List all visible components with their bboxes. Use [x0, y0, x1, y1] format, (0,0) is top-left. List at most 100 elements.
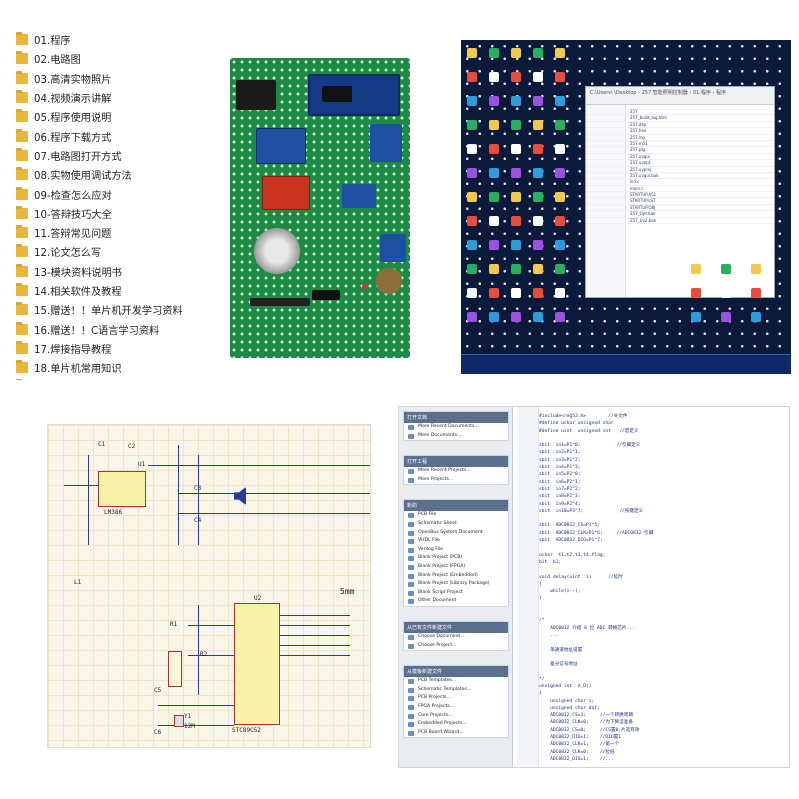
start-link[interactable]: PCB Projects... — [404, 694, 508, 703]
start-link[interactable]: Blank Project (FPGA) — [404, 563, 508, 572]
desktop-app-icon[interactable] — [467, 192, 477, 202]
start-link[interactable]: More Projects... — [404, 476, 508, 485]
desktop-app-icon[interactable] — [511, 288, 521, 298]
folder-item[interactable]: 12.论文怎么写 — [16, 242, 226, 261]
folder-item[interactable]: 02.电路图 — [16, 49, 226, 68]
start-link[interactable]: Blank Project (Embedded) — [404, 572, 508, 581]
file-row[interactable]: 257.uvopt — [586, 160, 774, 167]
desktop-app-icon[interactable] — [691, 264, 701, 274]
desktop-app-icon[interactable] — [511, 216, 521, 226]
file-row[interactable]: 257.m51 — [586, 141, 774, 148]
desktop-app-icon[interactable] — [533, 168, 543, 178]
desktop-app-icon[interactable] — [555, 144, 565, 154]
file-row[interactable]: STARTUP.LST — [586, 198, 774, 205]
start-link[interactable]: VHDL File — [404, 537, 508, 546]
desktop-app-icon[interactable] — [467, 168, 477, 178]
desktop-app-icon[interactable] — [511, 72, 521, 82]
start-link[interactable]: PCB File — [404, 511, 508, 520]
desktop-app-icon[interactable] — [511, 48, 521, 58]
file-row[interactable]: 257_build_log.htm — [586, 115, 774, 122]
folder-item[interactable]: 01.程序 — [16, 30, 226, 49]
folder-item[interactable]: 04.视频演示讲解 — [16, 88, 226, 107]
desktop-app-icon[interactable] — [489, 96, 499, 106]
folder-item[interactable]: 08.实物使用调试方法 — [16, 165, 226, 184]
desktop-app-icon[interactable] — [467, 288, 477, 298]
folder-item[interactable]: 07.电路图打开方式 — [16, 146, 226, 165]
start-link[interactable]: PCB Board Wizard... — [404, 729, 508, 738]
desktop-app-icon[interactable] — [751, 312, 761, 322]
desktop-app-icon[interactable] — [467, 48, 477, 58]
folder-item[interactable]: 03.高清实物照片 — [16, 69, 226, 88]
start-link[interactable]: Blank Project (Library Package) — [404, 580, 508, 589]
desktop-app-icon[interactable] — [467, 264, 477, 274]
desktop-app-icon[interactable] — [511, 264, 521, 274]
start-link[interactable]: More Documents... — [404, 432, 508, 441]
desktop-app-icon[interactable] — [511, 144, 521, 154]
folder-item[interactable]: 13-模块资料说明书 — [16, 262, 226, 281]
file-row[interactable]: STARTUP.OBJ — [586, 205, 774, 212]
desktop-app-icon[interactable] — [555, 96, 565, 106]
start-link[interactable]: Embedded Projects... — [404, 720, 508, 729]
desktop-app-icon[interactable] — [533, 48, 543, 58]
desktop-app-icon[interactable] — [467, 72, 477, 82]
desktop-app-icon[interactable] — [467, 96, 477, 106]
desktop-app-icon[interactable] — [467, 240, 477, 250]
desktop-app-icon[interactable] — [511, 168, 521, 178]
file-row[interactable]: 257.uvproj — [586, 167, 774, 173]
desktop-app-icon[interactable] — [533, 288, 543, 298]
start-link[interactable]: Choose Project... — [404, 642, 508, 651]
desktop-app-icon[interactable] — [489, 264, 499, 274]
desktop-app-icon[interactable] — [533, 72, 543, 82]
desktop-app-icon[interactable] — [555, 72, 565, 82]
file-row[interactable]: 257.uvgui — [586, 154, 774, 161]
desktop-app-icon[interactable] — [489, 48, 499, 58]
code-editor[interactable]: #include<reg52.h> //头文件 #define uchar un… — [539, 414, 654, 762]
desktop-app-icon[interactable] — [751, 288, 761, 298]
start-link[interactable]: Other Document — [404, 597, 508, 606]
folder-item[interactable]: 05.程序使用说明 — [16, 107, 226, 126]
desktop-app-icon[interactable] — [555, 216, 565, 226]
desktop-app-icon[interactable] — [511, 120, 521, 130]
start-link[interactable]: More Recent Documents... — [404, 423, 508, 432]
folder-item[interactable]: 06.程序下载方式 — [16, 126, 226, 145]
desktop-app-icon[interactable] — [511, 312, 521, 322]
desktop-app-icon[interactable] — [533, 120, 543, 130]
desktop-app-icon[interactable] — [533, 312, 543, 322]
folder-item[interactable]: 14.相关软件及教程 — [16, 281, 226, 300]
desktop-app-icon[interactable] — [533, 96, 543, 106]
file-row[interactable]: 257_Opt.bak — [586, 211, 774, 218]
desktop-app-icon[interactable] — [511, 192, 521, 202]
desktop-app-icon[interactable] — [467, 216, 477, 226]
desktop-app-icon[interactable] — [533, 216, 543, 226]
file-row[interactable]: 257.plg — [586, 147, 774, 154]
file-row[interactable]: main.c — [586, 186, 774, 193]
desktop-app-icon[interactable] — [555, 168, 565, 178]
desktop-app-icon[interactable] — [533, 264, 543, 274]
folder-item[interactable]: 09-检查怎么应对 — [16, 184, 226, 203]
file-row[interactable]: 257.uvgui.bak — [586, 173, 774, 180]
desktop-app-icon[interactable] — [555, 120, 565, 130]
file-row[interactable]: 257.dep — [586, 122, 774, 129]
desktop-app-icon[interactable] — [533, 192, 543, 202]
desktop-app-icon[interactable] — [533, 240, 543, 250]
folder-item[interactable]: 11.答辩常见问题 — [16, 223, 226, 242]
desktop-app-icon[interactable] — [555, 264, 565, 274]
desktop-app-icon[interactable] — [691, 312, 701, 322]
desktop-app-icon[interactable] — [751, 264, 761, 274]
file-row[interactable]: 257.lnp — [586, 135, 774, 141]
start-link[interactable]: Schematic Templates... — [404, 686, 508, 695]
file-row[interactable]: 257_Uv2.bak — [586, 218, 774, 225]
desktop-app-icon[interactable] — [489, 312, 499, 322]
desktop-app-icon[interactable] — [721, 288, 731, 298]
file-row[interactable]: 257.hex — [586, 128, 774, 135]
desktop-app-icon[interactable] — [467, 312, 477, 322]
desktop-app-icon[interactable] — [511, 240, 521, 250]
start-link[interactable]: Core Projects... — [404, 712, 508, 721]
start-link[interactable]: PCB Templates... — [404, 677, 508, 686]
start-link[interactable]: FPGA Projects... — [404, 703, 508, 712]
desktop-app-icon[interactable] — [467, 144, 477, 154]
desktop-app-icon[interactable] — [489, 216, 499, 226]
desktop-app-icon[interactable] — [721, 264, 731, 274]
desktop-app-icon[interactable] — [511, 96, 521, 106]
start-link[interactable]: Choose Document... — [404, 633, 508, 642]
